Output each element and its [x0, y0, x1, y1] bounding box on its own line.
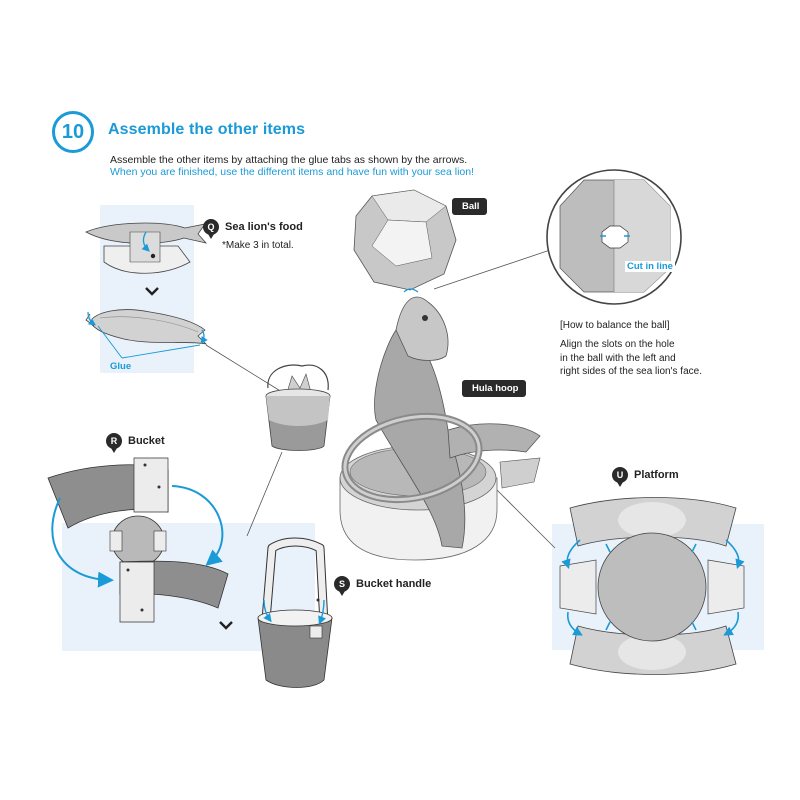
food-leader-line	[205, 344, 283, 393]
balance-line-3: right sides of the sea lion's face.	[560, 366, 702, 377]
food-badge: Q	[203, 219, 219, 239]
platform-label-row: U Platform	[612, 467, 679, 487]
bucket-with-fish-icon	[265, 364, 331, 451]
balance-line-1: Align the slots on the hole	[560, 339, 675, 350]
platform-net-icon	[559, 497, 745, 675]
bucket-label-row: R Bucket	[106, 433, 165, 453]
bucket-handle-icon	[257, 537, 333, 688]
platform-leader-line	[496, 489, 556, 549]
glue-label: Glue	[110, 361, 132, 372]
bucket-handle-label: Bucket handle	[356, 578, 432, 590]
bucket-handle-label-row: S Bucket handle	[334, 576, 432, 596]
bucket-net-icon	[47, 457, 229, 623]
cut-in-line-label: Cut in line	[625, 261, 675, 272]
fish-flat-icon	[85, 222, 208, 274]
fish-assembled-icon	[85, 309, 208, 345]
glue-pointer-lines	[97, 325, 201, 359]
bucket-label: Bucket	[128, 435, 165, 447]
step-number: 10	[61, 120, 85, 143]
instruction-line-2: When you are finished, use the different…	[110, 166, 475, 178]
platform-label: Platform	[634, 469, 679, 481]
food-label-row: Q Sea lion's food	[203, 219, 303, 239]
ball-zoom-circle	[546, 169, 682, 305]
balance-instructions: Align the slots on the hole in the ball …	[560, 338, 760, 379]
balance-line-2: in the ball with the left and	[560, 352, 676, 364]
platform-badge: U	[612, 467, 628, 487]
balance-heading: [How to balance the ball]	[560, 320, 670, 331]
step-number-badge: 10	[52, 111, 94, 153]
bucket-leader-line	[246, 451, 283, 537]
sea-lion-icon	[339, 189, 541, 561]
down-arrow-icon	[145, 287, 159, 296]
page-title: Assemble the other items	[108, 121, 306, 138]
ball-callout: Ball	[452, 198, 488, 215]
food-label: Sea lion's food	[225, 221, 303, 233]
hula-hoop-callout: Hula hoop	[462, 380, 527, 397]
leader-lines	[205, 244, 566, 549]
bucket-handle-badge: S	[334, 576, 350, 596]
instruction-line-1: Assemble the other items by attaching th…	[110, 154, 468, 166]
bucket-badge: R	[106, 433, 122, 453]
down-right-arrow-icon	[219, 621, 233, 630]
ball-leader-line	[433, 244, 566, 290]
food-note: *Make 3 in total.	[222, 240, 294, 251]
